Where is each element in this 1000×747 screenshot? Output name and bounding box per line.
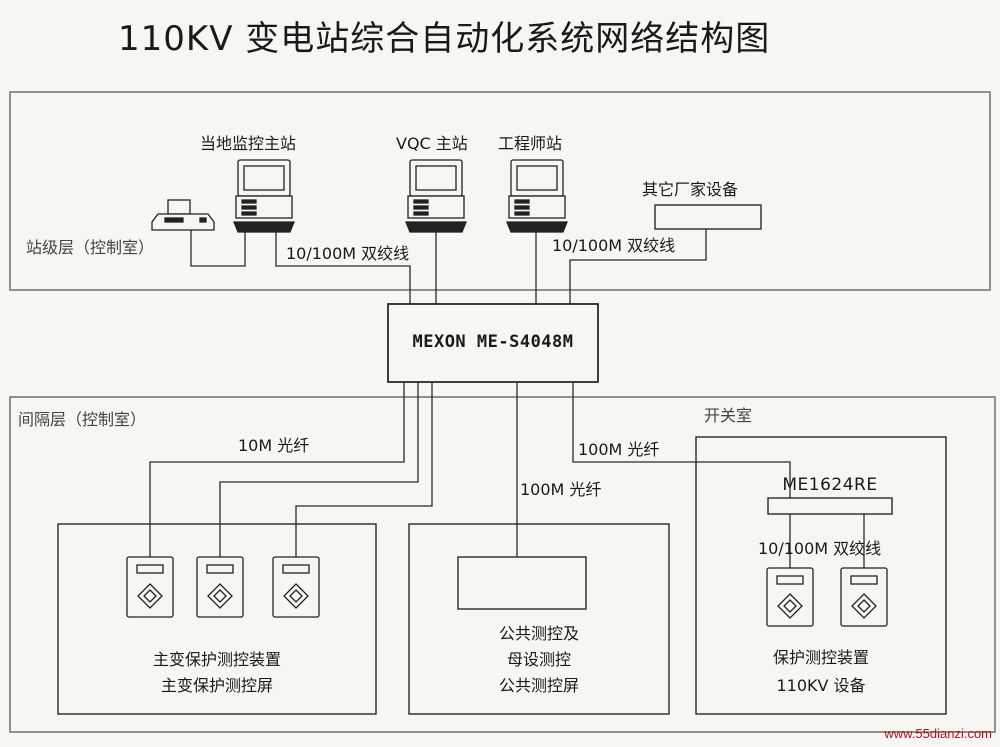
page-title: 110KV 变电站综合自动化系统网络结构图 xyxy=(118,19,771,59)
link-label-twisted: 10/100M 双绞线 xyxy=(552,236,676,255)
panel-caption: 主变保护测控装置 xyxy=(152,650,281,669)
link-label-twisted: 10/100M 双绞线 xyxy=(286,244,410,263)
watermark: www.55dianzi.com xyxy=(884,726,992,741)
fiber-to-switchroom xyxy=(572,382,791,498)
link-label-fiber: 10M 光纤 xyxy=(238,436,310,455)
cable-local-to-switch xyxy=(275,232,411,304)
fiber-to-device-1 xyxy=(149,382,405,557)
panel-caption: 保护测控装置 xyxy=(772,648,869,667)
zone-label-station: 站级层（控制室） xyxy=(26,238,155,257)
panel-caption: 母设测控 xyxy=(506,650,571,669)
main-switch-box xyxy=(387,303,599,383)
computer-icon xyxy=(233,159,295,233)
panel-caption: 公共测控及 xyxy=(498,624,579,643)
panel-caption: 公共测控屏 xyxy=(498,676,579,695)
protection-device-icon xyxy=(126,556,174,618)
computer-icon xyxy=(506,159,568,233)
panel-caption: 主变保护测控屏 xyxy=(160,676,273,695)
protection-device-icon xyxy=(766,567,814,627)
common-device-box xyxy=(457,556,587,610)
sub-switch-label: ME1624RE xyxy=(782,475,878,495)
mid-panel-box xyxy=(408,523,670,715)
left-panel-box xyxy=(57,523,377,715)
zone-label-bay: 间隔层（控制室） xyxy=(18,410,147,429)
bay-level-frame xyxy=(9,396,996,733)
cable-other-to-switch xyxy=(569,229,707,304)
computer-icon xyxy=(405,159,467,233)
panel-caption: 110KV 设备 xyxy=(776,676,866,695)
sub-switch-box xyxy=(767,497,893,515)
station-label-other: 其它厂家设备 xyxy=(642,180,739,199)
station-label-local: 当地监控主站 xyxy=(200,134,297,153)
station-level-frame xyxy=(9,91,991,291)
protection-device-icon xyxy=(840,567,888,627)
link-label-fiber: 100M 光纤 xyxy=(578,440,660,459)
station-label-engineer: 工程师站 xyxy=(498,134,563,153)
protection-device-icon xyxy=(196,556,244,618)
fiber-to-device-2 xyxy=(219,382,419,557)
station-label-vqc: VQC 主站 xyxy=(396,134,468,153)
link-label-twisted: 10/100M 双绞线 xyxy=(758,539,882,558)
link-label-fiber: 100M 光纤 xyxy=(520,480,602,499)
zone-label-switchroom: 开关室 xyxy=(704,406,753,425)
fiber-to-device-3 xyxy=(295,382,433,557)
switchroom-frame xyxy=(695,436,947,715)
protection-device-icon xyxy=(272,556,320,618)
other-vendor-box xyxy=(654,204,762,230)
printer-icon xyxy=(151,199,215,231)
printer-cable xyxy=(190,230,246,267)
main-switch-label: MEXON ME-S4048M xyxy=(412,332,574,352)
